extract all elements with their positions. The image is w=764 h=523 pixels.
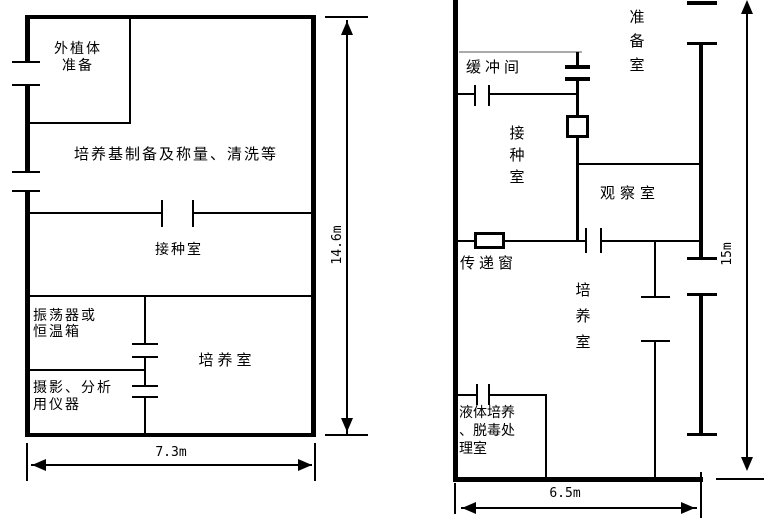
arrowhead-up-icon <box>341 21 353 35</box>
door-tick <box>488 384 490 405</box>
explant-prep-room-label: 外植体 准备 <box>54 41 102 74</box>
shaker-room-label: 振荡器或 恒温箱 <box>33 308 97 340</box>
media-prep-room-label: 培养基制备及称量、清洗等 <box>73 145 278 163</box>
left-plan-wall-left-segment <box>25 85 30 172</box>
door-tick <box>132 356 158 358</box>
door-tick <box>192 200 194 227</box>
dimension-line-width <box>461 507 697 509</box>
liquid-room-wall-top <box>489 394 547 396</box>
pass-window-label: 传递窗 <box>460 254 518 272</box>
arrowhead-left-icon <box>32 459 46 471</box>
arrowhead-down-icon <box>741 457 753 471</box>
left-plan-wall-left-segment <box>25 15 30 62</box>
liquid-culture-room-label: 液体培养 、脱毒处 理室 <box>459 405 515 457</box>
dimension-tick <box>716 478 764 480</box>
inoculation-room-label: 接 种 室 <box>509 124 525 186</box>
prep-room-label: 准 备 室 <box>629 8 645 74</box>
culture-divider-wall <box>144 397 146 433</box>
dimension-tick <box>700 472 702 518</box>
left-plan-wall-top <box>25 15 316 19</box>
culture-partition-wall <box>654 341 656 477</box>
door-tick <box>161 200 163 227</box>
door-tick <box>687 293 717 296</box>
arrowhead-up-icon <box>741 0 753 14</box>
door-tick <box>132 396 158 398</box>
culture-room-label: 培养室 <box>198 351 256 369</box>
width-dimension-label: 6.5m <box>549 486 581 501</box>
dimension-tick <box>26 443 28 481</box>
left-plan-wall-bottom <box>25 433 316 437</box>
culture-room-wall-top <box>601 240 699 242</box>
explant-room-wall-bottom <box>29 122 131 124</box>
door-tick <box>476 384 478 405</box>
inoculation-wall-stub <box>576 52 579 65</box>
dimension-tick <box>325 16 368 18</box>
door-tick <box>12 171 40 173</box>
liquid-room-wall-right <box>545 394 547 477</box>
instrument-room-wall-top <box>29 369 145 371</box>
door-tick <box>600 228 602 253</box>
height-dimension-label: 15m <box>720 242 735 266</box>
culture-area-wall-top <box>29 295 311 297</box>
door-tick <box>12 61 40 63</box>
dimension-tick <box>454 483 456 514</box>
door-tick <box>687 433 717 436</box>
inoculation-wall <box>29 212 162 214</box>
door-tick <box>585 228 587 253</box>
pass-window-box <box>474 232 505 249</box>
culture-divider-wall <box>144 297 146 344</box>
buffer-room-boundary-line <box>459 51 582 53</box>
dimension-line-height <box>346 20 348 434</box>
height-dimension-label: 14.6m <box>330 225 345 265</box>
right-plan-wall-right-segment <box>699 43 703 258</box>
door-tick <box>687 42 717 45</box>
right-plan-wall-right-segment <box>699 295 703 433</box>
door-tick <box>12 84 40 86</box>
door-tick <box>565 65 590 69</box>
door-tick <box>565 77 590 81</box>
right-plan-wall-bottom <box>453 477 703 482</box>
door-tick <box>641 296 670 298</box>
door-tick <box>12 190 40 192</box>
inoculation-wall <box>193 212 311 214</box>
inoculation-wall-right <box>576 81 579 242</box>
right-plan-wall-left <box>453 0 458 482</box>
arrowhead-down-icon <box>341 418 353 432</box>
liquid-room-wall-top <box>458 394 477 396</box>
door-tick <box>132 385 158 387</box>
door-tick <box>687 257 717 260</box>
observation-room-label: 观察室 <box>600 184 661 202</box>
left-plan-wall-right <box>311 15 316 437</box>
culture-room-label: 培 养 室 <box>575 281 591 351</box>
dimension-tick <box>325 434 368 436</box>
buffer-room-wall-bottom <box>458 93 475 95</box>
culture-room-wall-top <box>458 240 586 242</box>
observation-room-wall-top <box>577 163 699 165</box>
buffer-room-label: 缓冲间 <box>466 58 524 76</box>
dimension-line-height <box>746 8 748 460</box>
explant-room-wall-right <box>129 19 131 124</box>
instrument-room-label: 摄影、分析 用仪器 <box>33 380 113 413</box>
buffer-room-wall-bottom <box>489 93 577 95</box>
arrowhead-left-icon <box>462 502 476 514</box>
door-tick <box>641 340 670 342</box>
culture-divider-wall <box>144 357 146 386</box>
dimension-line-width <box>31 464 312 466</box>
pass-through-box <box>566 115 589 138</box>
door-tick <box>488 85 490 106</box>
inoculation-room-label: 接种室 <box>155 242 203 258</box>
door-tick <box>687 1 717 5</box>
arrowhead-right-icon <box>681 502 695 514</box>
door-tick <box>132 343 158 345</box>
culture-partition-wall <box>654 242 656 298</box>
width-dimension-label: 7.3m <box>155 445 187 460</box>
door-tick <box>474 85 476 106</box>
arrowhead-right-icon <box>298 459 312 471</box>
left-plan-wall-left-segment <box>25 192 30 437</box>
dimension-tick <box>314 443 316 481</box>
